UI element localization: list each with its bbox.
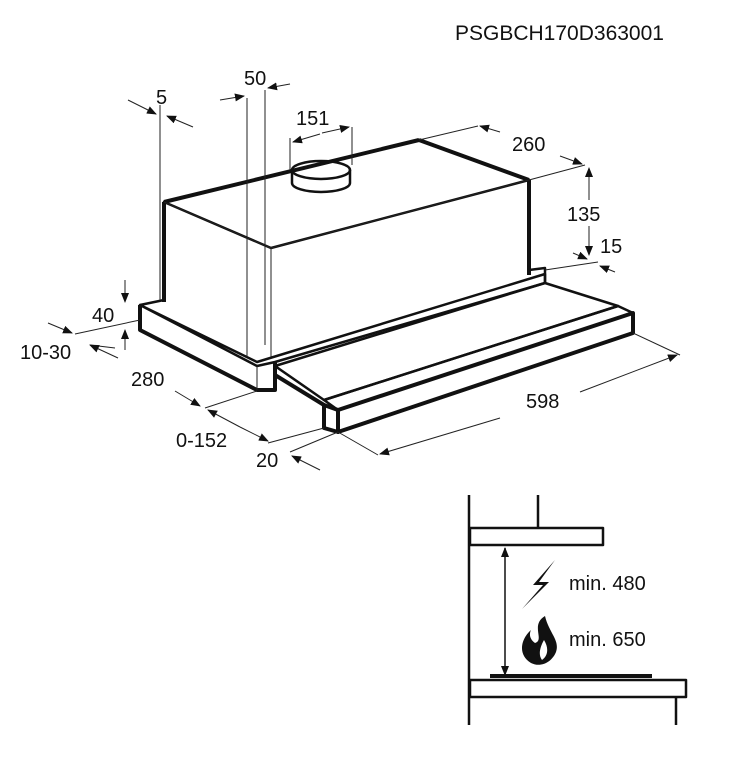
duct-outlet	[290, 159, 352, 194]
flame-icon	[521, 616, 557, 665]
clearance-diagram: min. 480 min. 650	[467, 495, 688, 725]
dim-visor-thickness: 20	[256, 450, 278, 472]
electric-clearance: min. 480	[569, 573, 646, 595]
dimension-lines	[47, 82, 681, 471]
dim-visor-extension: 0-152	[176, 430, 227, 452]
sliding-visor	[273, 281, 635, 434]
gas-clearance: min. 650	[569, 629, 646, 651]
base-frame	[138, 266, 547, 392]
hood-body	[162, 138, 531, 357]
dim-frame-height: 40	[92, 305, 114, 327]
dim-rear-offset: 15	[600, 236, 622, 258]
product-code: PSGBCH170D363001	[455, 22, 664, 45]
dim-duct-diameter: 151	[296, 108, 329, 130]
dim-width: 598	[526, 391, 559, 413]
dim-depth-body: 260	[512, 134, 545, 156]
dim-height-body: 135	[567, 204, 600, 226]
lightning-icon	[522, 560, 555, 609]
dim-depth-frame: 280	[131, 369, 164, 391]
dim-duct-offset: 50	[244, 68, 266, 90]
dim-flange-offset: 5	[156, 87, 167, 109]
dim-side-overhang: 10-30	[20, 342, 71, 364]
dimension-labels: 5 50 151 260 135 15 40 10-30 280 598 0-1…	[20, 68, 622, 472]
